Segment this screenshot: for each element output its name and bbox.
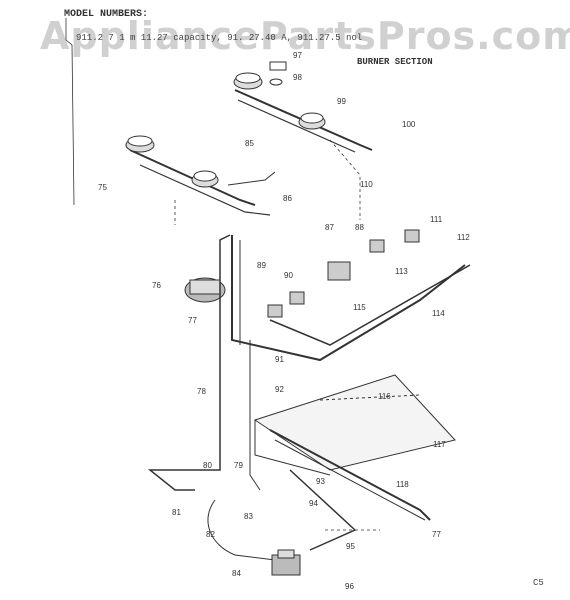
gas-tubing (147, 234, 357, 561)
callout-81: 81 (172, 508, 181, 517)
callout-88: 88 (355, 223, 364, 232)
callout-83: 83 (244, 512, 253, 521)
burner-shield (253, 374, 456, 476)
model-numbers-header: MODEL NUMBERS: (64, 9, 149, 20)
diagram-code: C5 (533, 578, 544, 588)
callout-95: 95 (346, 542, 355, 551)
callout-98: 98 (293, 73, 302, 82)
callout-87: 87 (325, 223, 334, 232)
callout-85: 85 (245, 139, 254, 148)
callout-113: 113 (395, 267, 408, 276)
rear-burner-assembly (233, 61, 373, 153)
callout-117: 117 (433, 440, 446, 449)
callout-112: 112 (457, 233, 470, 242)
callout-116: 116 (378, 392, 391, 401)
callout-82: 82 (206, 530, 215, 539)
callout-111: 111 (430, 215, 443, 224)
burner-support-rail (269, 429, 431, 521)
model-numbers-line: 911.2 7 1 m 11.27 capacity, 91. 27.40 A,… (76, 33, 363, 43)
callout-99: 99 (337, 97, 346, 106)
callout-92: 92 (275, 385, 284, 394)
assembly-leaders (174, 139, 380, 531)
callout-78: 78 (197, 387, 206, 396)
callout-80: 80 (203, 461, 212, 470)
callout-93: 93 (316, 477, 325, 486)
callout-89: 89 (257, 261, 266, 270)
callout-labels: 97 98 99 100 85 75 110 111 112 86 87 88 … (98, 51, 470, 591)
callout-75: 75 (98, 183, 107, 192)
callout-96: 96 (345, 582, 354, 591)
callout-77-b: 77 (432, 530, 441, 539)
model-box-border (65, 18, 75, 206)
safety-valve (271, 549, 301, 576)
pressure-regulator (184, 277, 226, 303)
callout-90: 90 (284, 271, 293, 280)
callout-100: 100 (402, 120, 416, 129)
callout-118: 118 (396, 480, 409, 489)
callout-91: 91 (275, 355, 284, 364)
callout-79: 79 (234, 461, 243, 470)
callout-94: 94 (309, 499, 318, 508)
callout-76: 76 (152, 281, 161, 290)
watermark: AppliancePartsPros.com (40, 14, 570, 58)
callout-84: 84 (232, 569, 241, 578)
front-burner-assembly (125, 135, 276, 216)
callout-97: 97 (293, 51, 302, 60)
callout-86: 86 (283, 194, 292, 203)
callout-77: 77 (188, 316, 197, 325)
callout-115: 115 (353, 303, 366, 312)
section-title: BURNER SECTION (357, 57, 433, 67)
callout-114: 114 (432, 309, 445, 318)
callout-110: 110 (360, 180, 373, 189)
valve-manifold (231, 229, 471, 362)
